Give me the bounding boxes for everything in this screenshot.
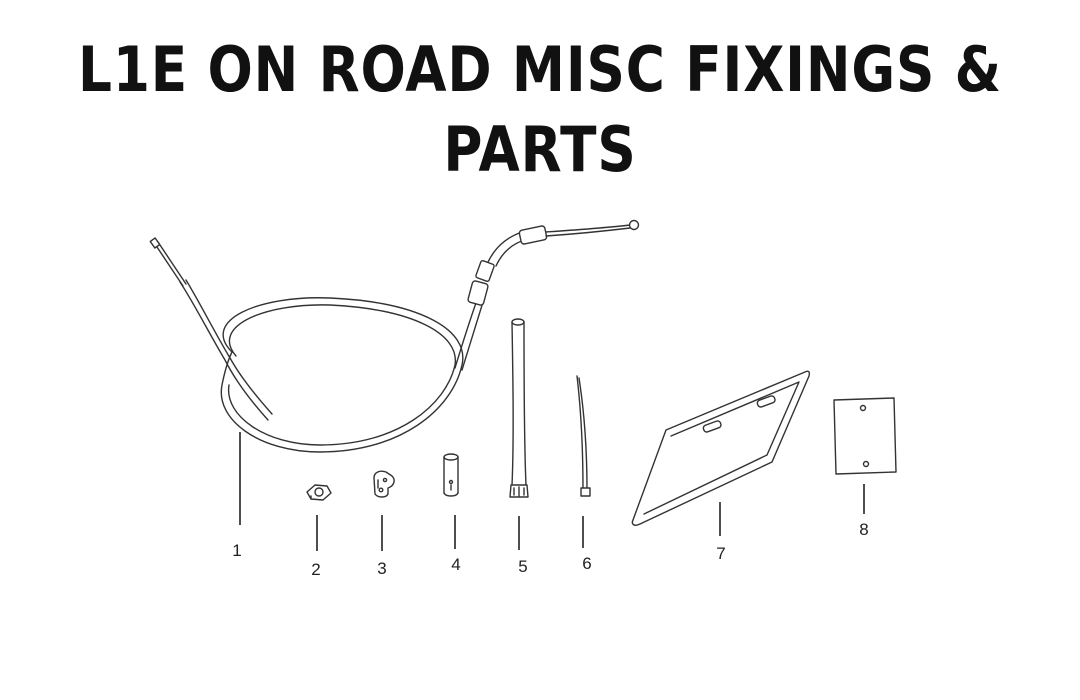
throttle-cable-part xyxy=(149,219,640,453)
sleeve-part xyxy=(509,318,529,498)
callout-7: 7 xyxy=(716,544,725,563)
callout-6: 6 xyxy=(582,554,591,573)
callout-5: 5 xyxy=(518,557,527,576)
callout-3: 3 xyxy=(377,559,386,578)
callout-2: 2 xyxy=(311,560,320,579)
callout-4: 4 xyxy=(451,555,460,574)
small-plate-part xyxy=(833,397,897,475)
cable-tie-part xyxy=(576,375,591,497)
callout-1: 1 xyxy=(232,541,241,560)
page-title: L1E ON ROAD MISC FIXINGS & PARTS xyxy=(77,33,1003,186)
callout-8: 8 xyxy=(859,520,868,539)
bracket-part xyxy=(373,470,395,498)
bolt-part xyxy=(306,484,332,501)
spacer-part xyxy=(443,453,459,497)
number-plate-part xyxy=(631,370,811,526)
